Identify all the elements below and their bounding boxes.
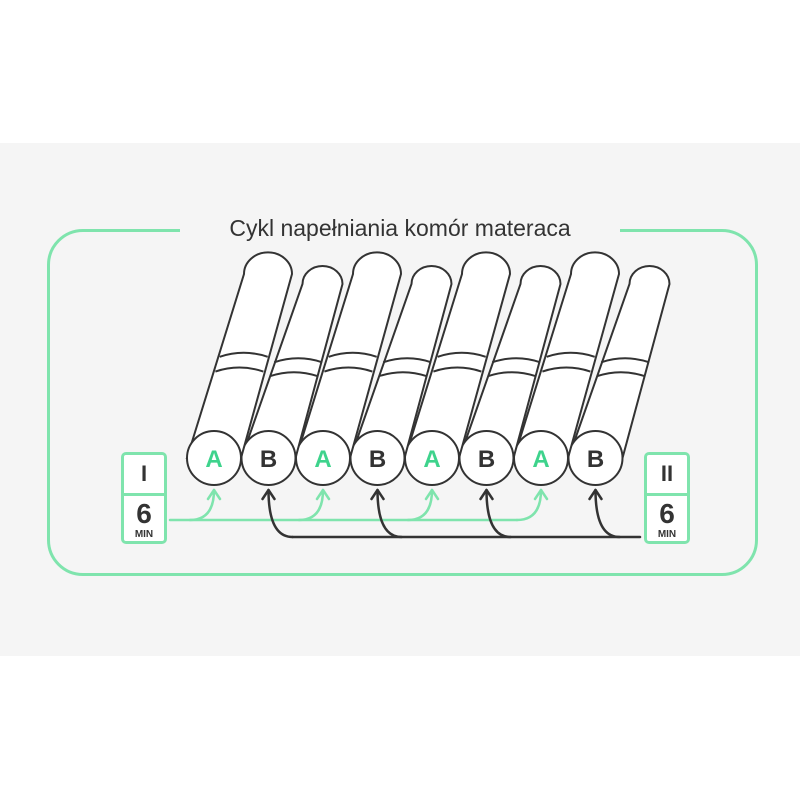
timer-2-roman: II <box>660 461 674 486</box>
chamber-tube <box>567 265 671 459</box>
timer-cycle-1: I 6 MIN <box>121 452 167 544</box>
chamber-4: B <box>349 265 453 486</box>
chamber-label-b: B <box>478 446 495 473</box>
chamber-band <box>437 351 487 358</box>
chamber-tube <box>403 251 512 459</box>
chamber-label-b: B <box>260 446 277 473</box>
chamber-band <box>596 371 646 378</box>
chamber-band <box>378 371 428 378</box>
timer-1-divider <box>121 493 167 496</box>
chamber-band <box>542 366 591 373</box>
timer-2-divider <box>644 493 690 496</box>
chamber-band <box>328 351 378 358</box>
chamber-band <box>600 357 650 364</box>
cycle-1-branch <box>297 488 325 522</box>
chamber-band <box>382 357 432 364</box>
chamber-end <box>186 430 242 486</box>
cycle-2-arrow-icon <box>479 488 494 501</box>
chamber-band <box>324 366 373 373</box>
chamber-label-a: A <box>423 446 440 473</box>
chamber-band <box>215 366 264 373</box>
timer-1-roman: I <box>140 461 148 486</box>
cycle-2-arrow-icon <box>261 488 276 501</box>
chamber-label-b: B <box>369 446 386 473</box>
chamber-band <box>433 366 482 373</box>
chamber-tube <box>240 265 344 459</box>
timer-1-value: 6 <box>136 498 152 529</box>
chamber-band <box>491 357 541 364</box>
timer-2-value: 6 <box>659 498 675 529</box>
chamber-label-b: B <box>587 446 604 473</box>
chamber-6: B <box>458 265 562 486</box>
chamber-3: A <box>294 251 403 486</box>
timer-2-unit: MIN <box>657 529 677 540</box>
diagram-title: Cykl napełniania komór materaca <box>180 208 620 248</box>
chamber-5: A <box>403 251 512 486</box>
cycle-2-branch <box>485 488 512 539</box>
cycle-1-arrow-icon <box>533 488 549 501</box>
cycle-1-arrow-icon <box>424 488 440 501</box>
chamber-label-a: A <box>205 446 222 473</box>
chamber-tube <box>349 265 453 459</box>
chamber-band <box>273 357 323 364</box>
cycle-1-branch <box>406 488 434 522</box>
chamber-band <box>269 371 319 378</box>
chamber-label-a: A <box>532 446 549 473</box>
chamber-8: B <box>567 265 671 486</box>
timer-cycle-2: II 6 MIN <box>644 452 690 544</box>
chamber-1: A <box>185 251 294 486</box>
chamber-band <box>487 371 537 378</box>
cycle-2-branch <box>594 488 621 539</box>
cycle-1-branch <box>515 488 543 522</box>
chamber-7: A <box>512 251 621 486</box>
chamber-band <box>219 351 269 358</box>
cycle-1-branch <box>188 488 216 522</box>
timer-1-unit: MIN <box>134 529 154 540</box>
chamber-band <box>546 351 596 358</box>
chamber-tube <box>512 251 621 459</box>
cycle-1-arrow-icon <box>315 488 331 501</box>
chamber-tube <box>458 265 562 459</box>
chamber-tube <box>185 251 294 459</box>
cycle-2-branch <box>376 488 403 539</box>
cycle-2-branch <box>267 488 294 539</box>
chamber-tube <box>294 251 403 459</box>
chamber-label-a: A <box>314 446 331 473</box>
cycle-2-arrow-icon <box>370 488 385 501</box>
cycle-1-arrow-icon <box>206 488 222 501</box>
cycle-2-arrow-icon <box>588 488 603 501</box>
